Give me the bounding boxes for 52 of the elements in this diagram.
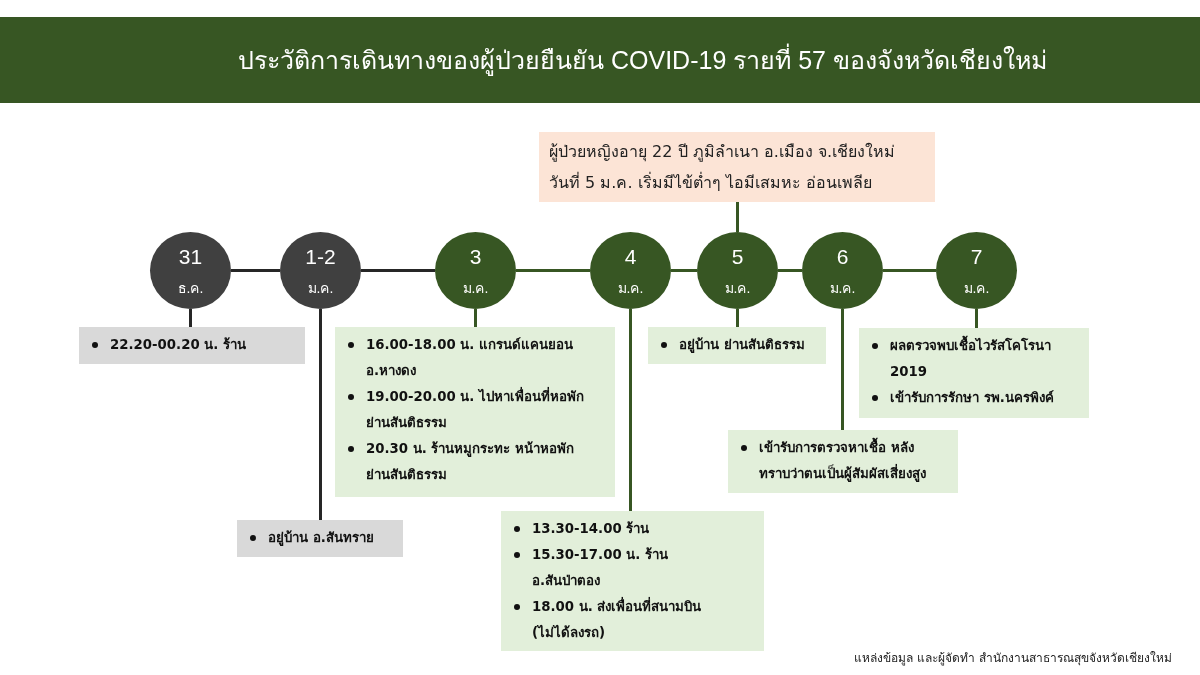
date-number: 5: [731, 244, 744, 269]
connector-line: [516, 269, 590, 272]
date-number: 3: [469, 244, 482, 269]
connector-line: [883, 269, 936, 272]
title: ประวัติการเดินทางของผู้ป่วยยืนยัน COVID-19 รายที่ 57 ของจังหวัดเชียงใหม่: [238, 43, 1047, 77]
event-text: 22.20-00.20 น. ร้าน: [110, 336, 246, 354]
month-label: ม.ค.: [462, 278, 489, 297]
note-box: [237, 520, 403, 557]
connector-line: [841, 309, 844, 430]
connector-line: [189, 309, 192, 327]
month-label: ม.ค.: [724, 278, 751, 297]
connector-line: [231, 269, 280, 272]
note-box: [648, 327, 826, 364]
month-label: ม.ค.: [617, 278, 644, 297]
event-text: 15.30-17.00 น. ร้าน อ.สันป่าตอง: [532, 546, 669, 590]
date-number: 1-2: [305, 244, 336, 269]
event-text: 16.00-18.00 น. แกรนด์แคนยอน อ.หางดง: [366, 336, 574, 380]
event-text: 18.00 น. ส่งเพื่อนที่สนามบิน (ไม่ได้ลงรถ): [532, 596, 703, 642]
info-text: ผู้ป่วยหญิงอายุ 22 ปี ภูมิลำเนา อ.เมือง จ.เชียงใหม่: [549, 141, 895, 164]
source-note: แหล่งข้อมูล และผู้จัดทำ สำนักงานสาธารณสุขจังหวัดเชียงใหม่: [854, 650, 1172, 666]
month-label: ม.ค.: [307, 278, 334, 297]
month-label: ธ.ค.: [177, 278, 204, 297]
note-box: [335, 327, 615, 497]
connector-line: [736, 202, 739, 232]
connector-line: [671, 269, 697, 272]
note-box: [79, 327, 305, 364]
date-number: 4: [624, 244, 637, 269]
event-text: 20.30 น. ร้านหมูกระทะ หน้าหอพักย่านสันติธรรม: [366, 440, 575, 484]
connector-line: [778, 269, 802, 272]
event-text: อยู่บ้าน ย่านสันติธรรม: [679, 336, 805, 355]
event-text: 19.00-20.00 น. ไปหาเพื่อนที่หอพักย่านสันติธรรม: [366, 386, 585, 432]
note-box: [501, 511, 764, 651]
connector-line: [736, 309, 739, 327]
month-label: ม.ค.: [963, 278, 990, 297]
note-box: [859, 328, 1089, 418]
date-number: 7: [970, 244, 983, 269]
connector-line: [319, 309, 322, 520]
month-label: ม.ค.: [829, 278, 856, 297]
event-text: เข้ารับการตรวจหาเชื้อ หลังทราบว่าตนเป็นผู้สัมผัสเสี่ยงสูง: [759, 435, 937, 487]
event-text: ผลตรวจพบเชื้อไวรัสโคโรนา 2019: [890, 333, 1062, 385]
event-text: เข้ารับการรักษา รพ.นครพิงค์: [890, 389, 1054, 407]
date-number: 6: [836, 244, 849, 269]
connector-line: [361, 269, 435, 272]
connector-line: [629, 309, 632, 511]
info-box: [539, 132, 935, 202]
event-text: อยู่บ้าน อ.สันทราย: [268, 529, 374, 548]
event-text: 13.30-14.00 ร้าน: [532, 520, 650, 538]
date-number: 31: [178, 244, 203, 269]
info-text: วันที่ 5 ม.ค. เริ่มมีไข้ต่ำๆ ไอมีเสมหะ อ่อนเพลีย: [549, 171, 872, 194]
note-box: [728, 430, 958, 493]
connector-line: [474, 309, 477, 327]
connector-line: [975, 309, 978, 328]
